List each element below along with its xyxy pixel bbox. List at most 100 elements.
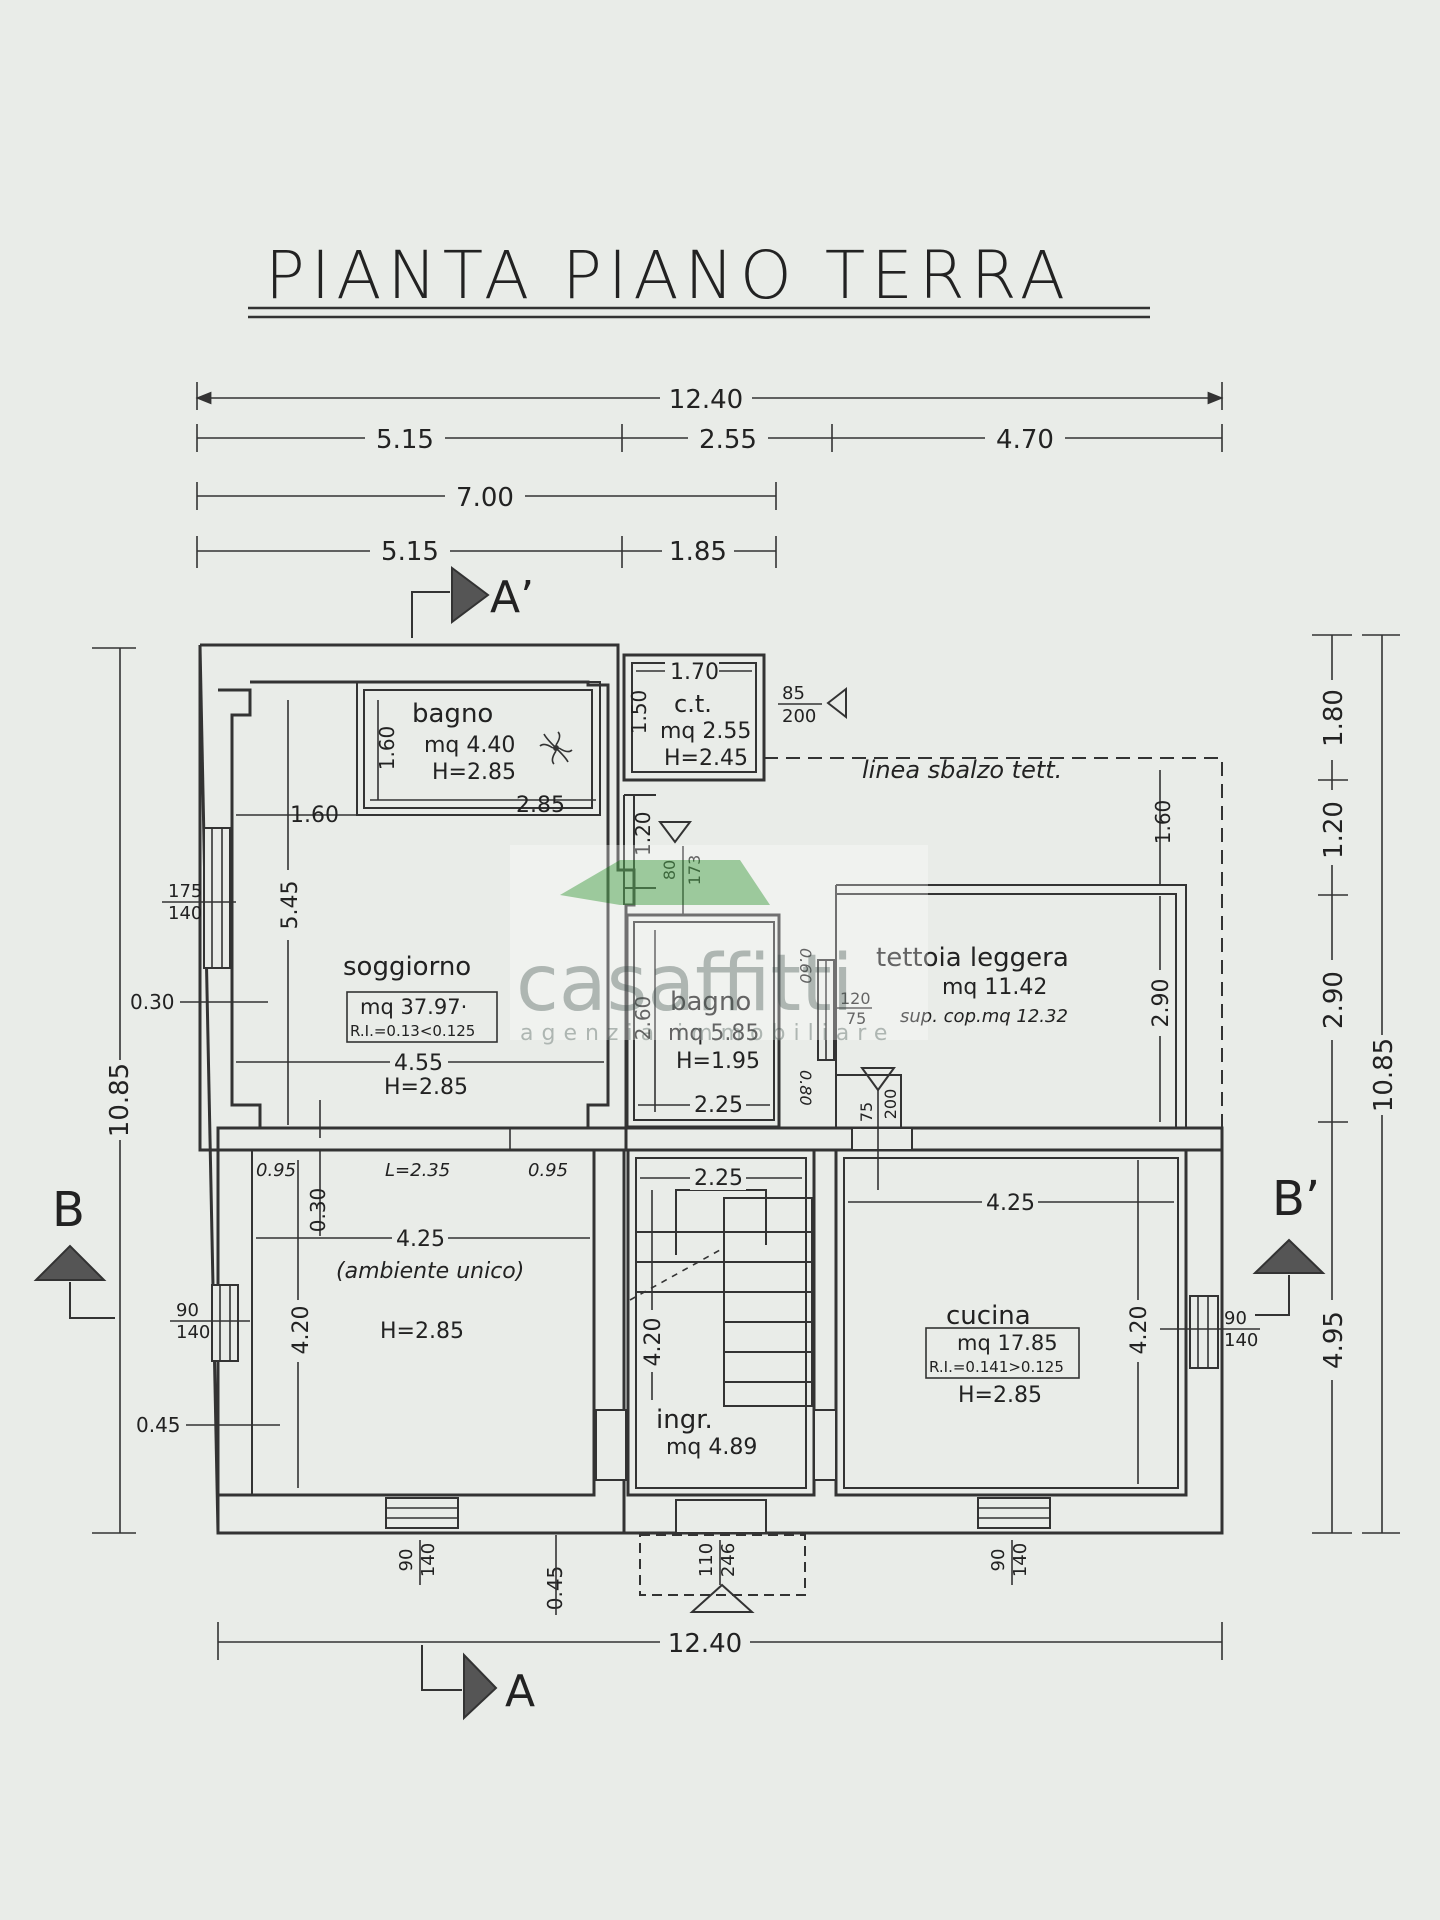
svg-text:mq 5.85: mq 5.85 [668,1021,759,1046]
room-soggiorno: 1.60 5.45 soggiorno mq 37.97· R.I.=0.13<… [236,700,604,1125]
svg-text:B: B [52,1182,85,1238]
svg-text:0.45: 0.45 [543,1566,567,1611]
svg-text:soggiorno: soggiorno [343,952,471,982]
svg-text:140: 140 [176,1322,210,1343]
svg-text:1.60: 1.60 [290,803,339,828]
top-dimensions: 12.40 5.15 2.55 4.70 7.00 5.15 1.85 [195,382,1224,568]
svg-text:246: 246 [718,1543,739,1577]
svg-text:4.20: 4.20 [289,1306,314,1355]
dim-top-e: 5.15 [381,537,439,567]
room-tettoia: 1.60 2.90 tettoia leggera mq 11.42 sup. … [876,770,1175,1122]
left-dimension: 10.85 [92,647,140,1534]
dim-right-d: 4.95 [1319,1311,1349,1369]
svg-text:2.85: 2.85 [516,793,565,818]
svg-text:0.80: 0.80 [796,1070,815,1106]
svg-text:140: 140 [1224,1330,1258,1351]
svg-text:120: 120 [840,989,871,1008]
svg-text:2.90: 2.90 [1149,979,1174,1028]
svg-text:casaffitti: casaffitti [516,939,853,1029]
dim-top-d: 7.00 [456,483,514,513]
svg-text:110: 110 [696,1543,717,1577]
dim-right-b: 1.20 [1319,801,1349,859]
svg-text:0.95: 0.95 [528,1160,568,1181]
svg-text:H=2.85: H=2.85 [384,1075,468,1100]
svg-text:75: 75 [846,1009,866,1028]
plan-title: PIANTA PIANO TERRA [265,237,1071,314]
watermark-roof-icon [560,860,770,905]
svg-text:4.25: 4.25 [396,1227,445,1252]
svg-text:1.70: 1.70 [670,660,719,685]
svg-text:tettoia leggera: tettoia leggera [876,943,1069,973]
svg-text:mq 37.97·: mq 37.97· [360,995,467,1019]
svg-text:H=2.85: H=2.85 [380,1319,464,1344]
svg-text:R.I.=0.13<0.125: R.I.=0.13<0.125 [350,1022,475,1040]
svg-text:mq 4.89: mq 4.89 [666,1435,757,1460]
dim-right-a: 1.80 [1319,689,1349,747]
svg-text:1.60: 1.60 [1151,800,1175,845]
overhang-line-label: linea sbalzo tett. [862,756,1062,784]
svg-text:H=2.45: H=2.45 [664,746,748,771]
dim-top-total: 12.40 [669,385,743,415]
svg-text:0.60: 0.60 [796,948,815,984]
svg-text:0.45: 0.45 [136,1413,181,1437]
right-dimensions: 1.80 1.20 2.90 4.95 10.85 [1312,634,1400,1534]
svg-text:90: 90 [396,1549,417,1572]
room-ambiente-unico: 0.95 L=2.35 0.95 0.30 4.25 (ambiente uni… [256,1100,590,1488]
svg-text:H=1.95: H=1.95 [676,1049,760,1074]
svg-text:H=2.85: H=2.85 [432,760,516,785]
svg-text:140: 140 [418,1543,439,1577]
svg-text:90: 90 [176,1300,199,1321]
dim-top-b: 2.55 [699,425,757,455]
svg-text:mq 17.85: mq 17.85 [957,1331,1058,1355]
svg-text:H=2.85: H=2.85 [958,1383,1042,1408]
svg-text:R.I.=0.141>0.125: R.I.=0.141>0.125 [929,1358,1064,1376]
staircase [629,1189,813,1407]
exterior-walls [198,643,1224,1535]
svg-text:175: 175 [168,881,202,902]
svg-text:mq 11.42: mq 11.42 [942,975,1047,1000]
svg-text:A’: A’ [490,572,534,623]
svg-text:0.30: 0.30 [306,1188,330,1233]
svg-text:sup. cop.mq 12.32: sup. cop.mq 12.32 [900,1006,1068,1027]
passage-annotations: 1.20 80 173 [631,811,704,915]
svg-text:ingr.: ingr. [656,1405,713,1435]
svg-text:75: 75 [857,1102,876,1122]
windows [203,827,1219,1534]
svg-text:bagno: bagno [670,987,751,1017]
section-marker-a-top: A’ [411,566,534,638]
svg-text:200: 200 [782,706,816,727]
svg-text:4.55: 4.55 [394,1051,443,1076]
svg-text:2.25: 2.25 [694,1166,743,1191]
svg-text:L=2.35: L=2.35 [385,1160,450,1181]
svg-text:2.25: 2.25 [694,1093,743,1118]
svg-text:mq 4.40: mq 4.40 [424,733,515,758]
svg-text:1.50: 1.50 [627,690,651,735]
svg-text:mq 2.55: mq 2.55 [660,719,751,744]
svg-text:(ambiente unico): (ambiente unico) [336,1259,524,1284]
room-bagno-1: bagno mq 4.40 H=2.85 1.60 2.85 [370,699,596,818]
bottom-dimension: 12.40 [217,1622,1223,1660]
svg-text:1.60: 1.60 [375,726,399,771]
svg-text:4.20: 4.20 [1127,1306,1152,1355]
svg-text:200: 200 [881,1089,900,1120]
svg-text:A: A [505,1666,535,1717]
svg-text:0.95: 0.95 [256,1160,296,1181]
dim-right-total: 10.85 [1369,1038,1399,1112]
svg-text:90: 90 [1224,1308,1247,1329]
svg-text:4.20: 4.20 [641,1318,666,1367]
dim-top-a: 5.15 [376,425,434,455]
section-marker-b-right: B’ [1252,1171,1326,1316]
section-marker-b-left: B [33,1182,115,1319]
room-bagno-2: 2.60 bagno mq 5.85 H=1.95 2.25 0.60 0.80… [631,930,900,1190]
room-ingresso: 2.25 4.20 ingr. mq 4.89 [638,1166,802,1460]
section-marker-a-bottom: A [421,1645,535,1721]
dim-top-c: 4.70 [996,425,1054,455]
svg-text:5.45: 5.45 [278,881,303,930]
svg-text:0.30: 0.30 [130,990,175,1014]
dim-right-c: 2.90 [1319,971,1349,1029]
ventilation-fan-icon [539,731,573,765]
watermark: casaffitti agenzia immobiliare [510,845,928,1046]
svg-text:140: 140 [1010,1543,1031,1577]
svg-text:B’: B’ [1272,1171,1320,1227]
